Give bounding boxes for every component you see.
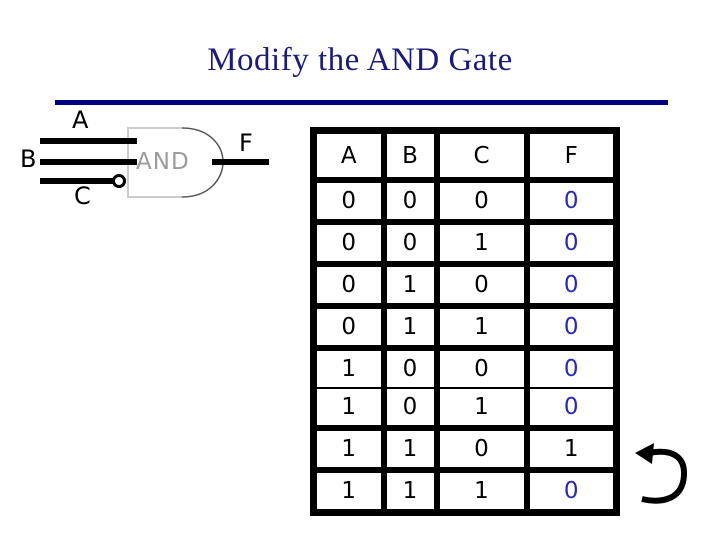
truth-table-cell: 0 <box>433 177 530 225</box>
truth-table-cell: 1 <box>380 467 440 516</box>
input-wire-c <box>40 178 114 184</box>
truth-table-cell: 1 <box>310 345 387 389</box>
truth-table-cell: 0 <box>310 303 387 351</box>
truth-table-cell: 0 <box>433 261 530 309</box>
table-row: 1 1 1 0 <box>310 467 620 516</box>
truth-table-cell: 1 <box>523 425 620 473</box>
truth-table-cell: 0 <box>380 387 440 431</box>
truth-table-cell: 1 <box>380 261 440 309</box>
truth-table-cell: 1 <box>433 387 530 431</box>
truth-table-cell: 0 <box>433 345 530 389</box>
inverter-bubble-icon <box>112 174 126 188</box>
table-row: 0 0 1 0 <box>310 219 620 267</box>
truth-table-cell: 1 <box>310 387 387 431</box>
table-row: 0 0 0 0 <box>310 177 620 225</box>
header-cell-f: F <box>523 127 620 183</box>
table-row: 1 0 1 0 <box>310 387 620 431</box>
truth-table-cell: 0 <box>523 177 620 225</box>
truth-table-cell: 1 <box>433 303 530 351</box>
header-cell-a: A <box>310 127 387 183</box>
truth-table-cell: 0 <box>310 177 387 225</box>
input-label-b: B <box>20 145 37 173</box>
truth-table-cell: 1 <box>380 425 440 473</box>
feedback-arrow-icon <box>635 443 687 504</box>
truth-table-cell: 0 <box>523 387 620 431</box>
truth-table-cell: 1 <box>433 467 530 516</box>
truth-table-cell: 0 <box>380 345 440 389</box>
table-row: 1 0 0 0 <box>310 345 620 389</box>
input-label-c: C <box>74 182 91 210</box>
truth-table-cell: 1 <box>433 219 530 267</box>
truth-table-cell: 0 <box>523 303 620 351</box>
truth-table-cell: 0 <box>380 219 440 267</box>
truth-table-cell: 1 <box>380 303 440 351</box>
truth-table-header-row: A B C F <box>310 127 620 183</box>
truth-table-cell: 1 <box>310 467 387 516</box>
table-row: 1 1 0 1 <box>310 425 620 473</box>
truth-table-cell: 0 <box>380 177 440 225</box>
header-cell-b: B <box>380 127 440 183</box>
truth-table-cell: 0 <box>433 425 530 473</box>
truth-table-cell: 1 <box>310 425 387 473</box>
page-title: Modify the AND Gate <box>207 42 513 78</box>
output-wire-f <box>212 159 269 165</box>
output-label-f: F <box>239 129 253 157</box>
truth-table-cell: 0 <box>310 261 387 309</box>
truth-table-cell: 0 <box>523 467 620 516</box>
title-rule <box>55 100 668 105</box>
truth-table-cell: 0 <box>523 345 620 389</box>
input-wire-b <box>40 159 137 165</box>
input-label-a: A <box>72 106 89 134</box>
truth-table-cell: 0 <box>523 219 620 267</box>
truth-table-cell: 0 <box>310 219 387 267</box>
truth-table-cell: 0 <box>523 261 620 309</box>
input-wire-a <box>40 138 137 144</box>
header-cell-c: C <box>433 127 530 183</box>
truth-table: A B C F 0 0 0 0 0 0 1 0 0 1 0 0 0 1 1 0 … <box>310 127 620 516</box>
gate-label: AND <box>136 149 190 175</box>
table-row: 0 1 0 0 <box>310 261 620 309</box>
table-row: 0 1 1 0 <box>310 303 620 351</box>
